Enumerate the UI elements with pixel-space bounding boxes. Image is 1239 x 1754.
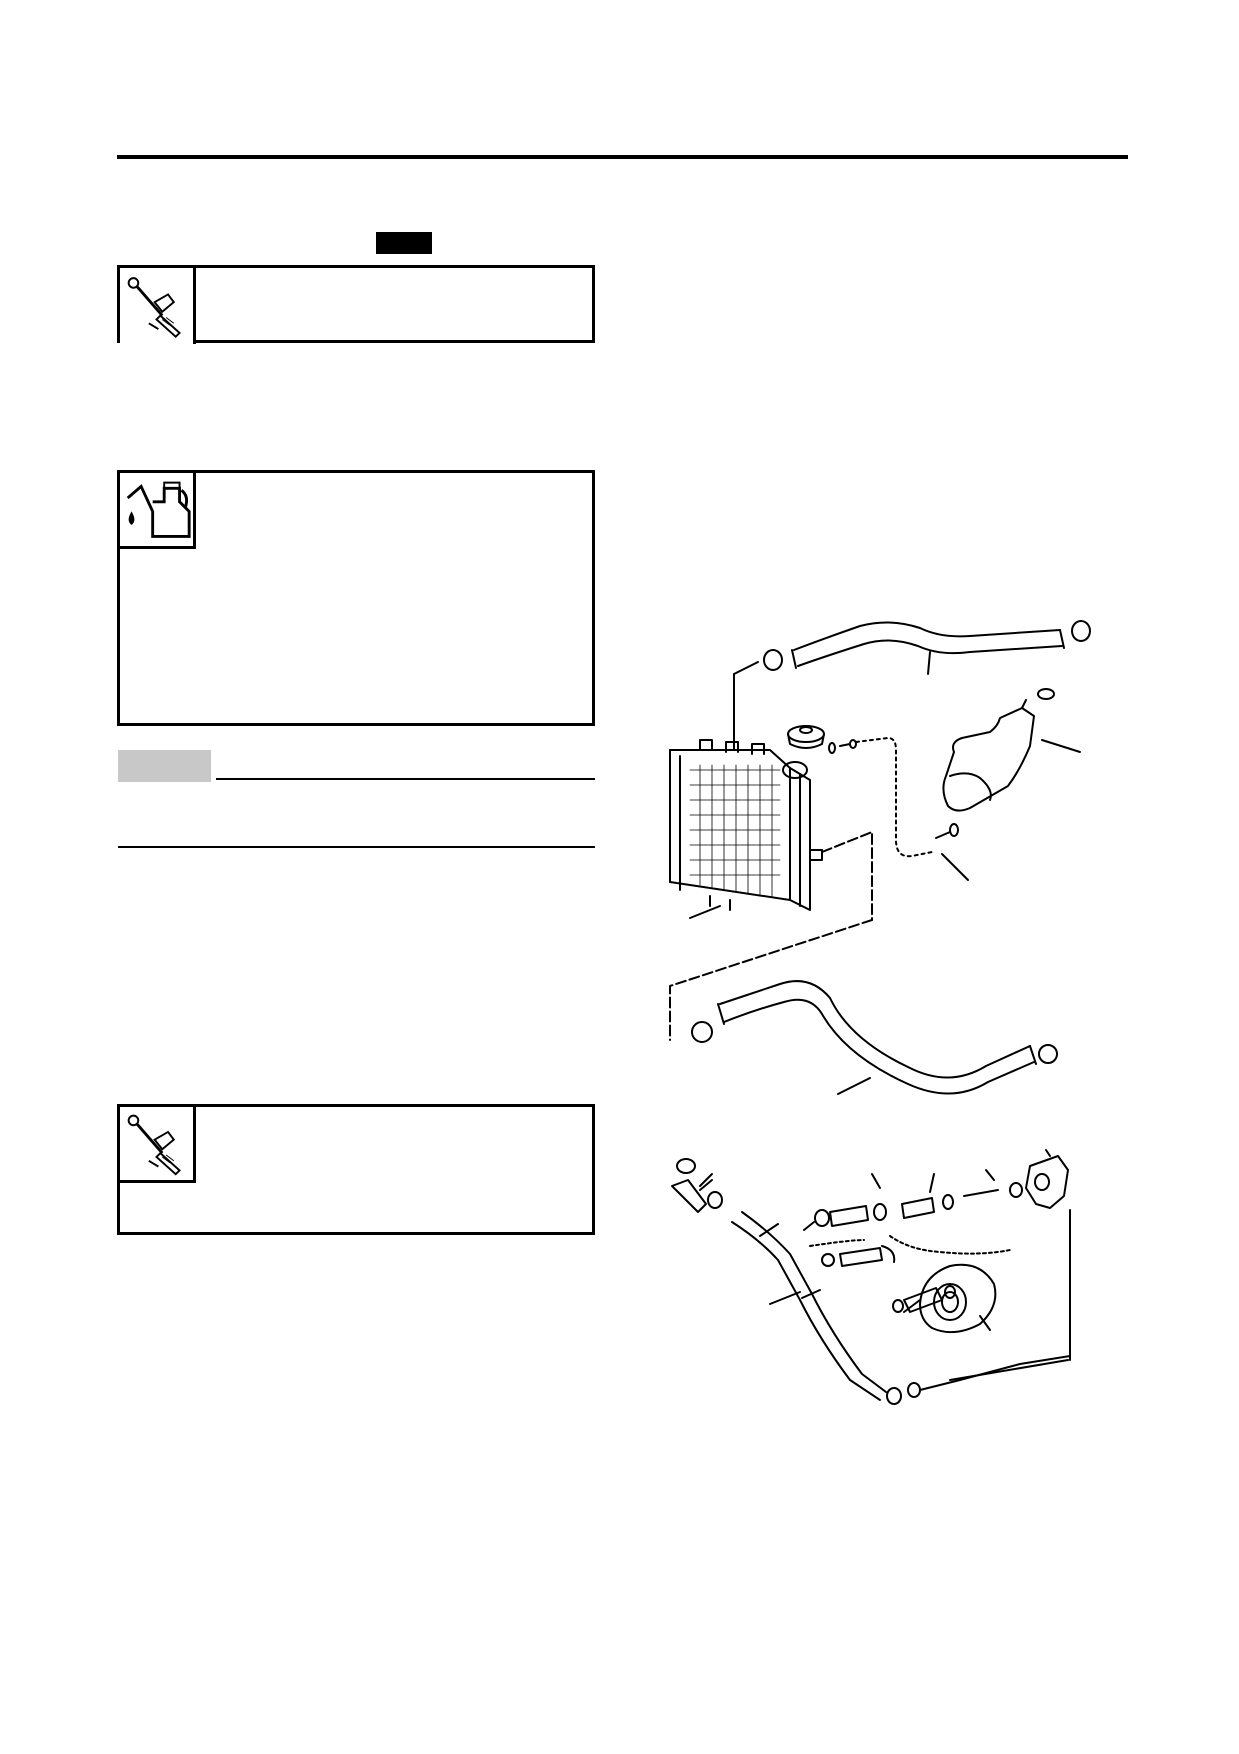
radiator-core — [669, 739, 823, 919]
header-rule — [117, 155, 1128, 159]
lower-radiator-hose — [691, 980, 1058, 1095]
note-bottom-rule — [118, 846, 595, 848]
note-top-rule — [216, 778, 595, 780]
water-pump-assembly — [671, 1149, 1071, 1405]
coolant-reservoir — [935, 688, 1081, 881]
note-label — [118, 750, 211, 782]
upper-radiator-hose — [763, 620, 1091, 675]
section-tag — [376, 232, 432, 254]
torque-spec-box-1 — [117, 265, 595, 344]
coolant-spec-box — [117, 470, 595, 726]
radiator-exploded-diagram — [650, 600, 1130, 1420]
coolant-can-icon — [120, 473, 196, 549]
torque-wrench-icon — [120, 1107, 196, 1183]
radiator-cap — [787, 725, 825, 749]
torque-spec-box-2 — [117, 1104, 595, 1235]
torque-wrench-icon — [120, 268, 196, 344]
